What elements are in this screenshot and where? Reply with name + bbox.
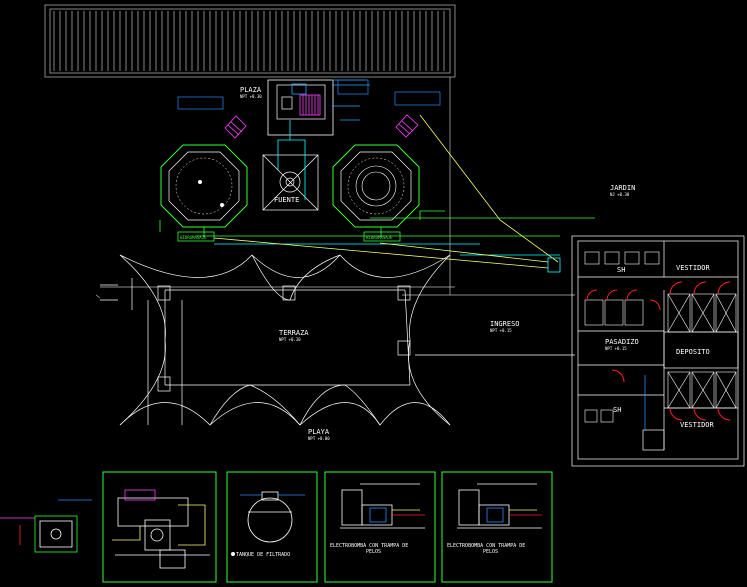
electrobomba-1-caption-b: PELOS — [366, 549, 382, 555]
hidromasaje-right-label: HIDROMASAJE — [366, 235, 393, 240]
electrical-lines — [213, 114, 559, 269]
tanque-caption: TANQUE DE FILTRADO — [236, 552, 291, 558]
toilet-stalls — [584, 251, 737, 423]
piping-network — [159, 120, 595, 256]
detail-frames — [102, 471, 553, 583]
electrobomba-1-caption-a: ELECTROBOMBA CON TRAMPA DE — [330, 543, 409, 549]
plaza-block — [267, 79, 370, 136]
electrical-panel — [547, 257, 561, 273]
pergola-roof — [44, 4, 456, 78]
pasadizo-level: NPT +0.15 — [605, 346, 627, 351]
detail-registro — [0, 499, 92, 553]
right-hydromassage-pool — [332, 144, 420, 242]
pump-boxes — [224, 114, 419, 139]
detail-tanque — [231, 491, 305, 556]
sh-bottom-label: SH — [613, 406, 622, 414]
sh-top-label: SH — [617, 266, 626, 274]
playa-label: PLAYA — [308, 428, 330, 436]
site-outline — [95, 77, 575, 299]
fountain-label: FUENTE — [274, 196, 300, 204]
terraza-label: TERRAZA — [279, 329, 309, 337]
door-swings — [586, 281, 731, 421]
pasadizo-label: PASADIZO — [605, 338, 639, 346]
detail-electrobomba-1 — [340, 483, 425, 529]
plaza-level: NPT +0.30 — [240, 94, 262, 99]
left-hydromassage-pool — [160, 144, 248, 242]
plaza-label: PLAZA — [240, 86, 262, 94]
electrobomba-2-caption-a: ELECTROBOMBA CON TRAMPA DE — [447, 543, 526, 549]
service-building — [571, 235, 745, 467]
ingreso-label: INGRESO — [490, 320, 520, 328]
hidromasaje-left-label: HIDROMASAJE — [180, 235, 207, 240]
deposito-label: DEPOSITO — [676, 348, 710, 356]
electrobomba-2-caption-b: PELOS — [483, 549, 499, 555]
fountain — [262, 154, 319, 211]
jardin-label: JARDIN — [610, 184, 636, 192]
vestidor-top-label: VESTIDOR — [676, 264, 710, 272]
vestidor-bottom-label: VESTIDOR — [680, 421, 714, 429]
playa-level: NPT +0.00 — [308, 436, 330, 441]
ingreso-level: NPT +0.15 — [490, 328, 512, 333]
detail-section — [112, 489, 210, 569]
terrace-canopy — [100, 254, 575, 426]
terraza-level: NPT +0.30 — [279, 337, 301, 342]
jardin-level: NJ +0.30 — [610, 192, 630, 197]
detail-electrobomba-2 — [457, 483, 542, 529]
blue-annotations — [177, 79, 441, 110]
